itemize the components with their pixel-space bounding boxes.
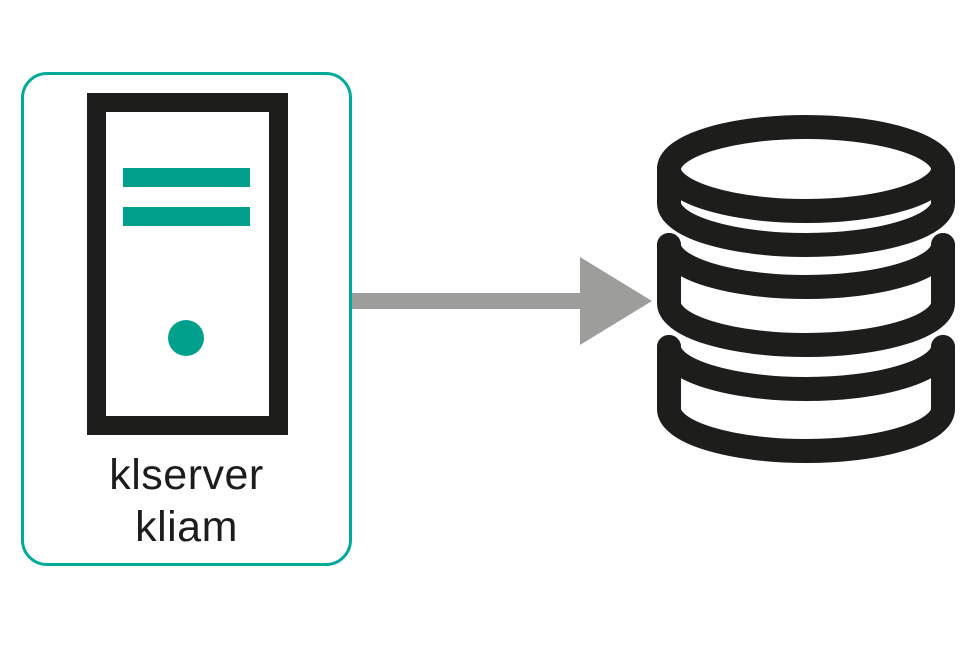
db-disk3-rim — [657, 335, 955, 401]
arrow-right-icon — [352, 257, 652, 345]
server-tower-icon — [87, 93, 288, 435]
arrow-shape — [352, 257, 652, 345]
server-slot-bar-bottom — [123, 207, 250, 226]
server-node-label-line1: klserver — [109, 451, 264, 499]
db-disk2-rim — [657, 233, 955, 299]
server-node-label: klserver kliam — [21, 449, 352, 553]
server-power-dot — [168, 320, 204, 356]
database-icon — [657, 115, 955, 463]
server-case-outline — [87, 93, 288, 435]
server-node-label-line2: kliam — [135, 503, 238, 551]
db-disk1-top-ellipse — [657, 115, 955, 223]
server-slot-bar-top — [123, 168, 250, 187]
